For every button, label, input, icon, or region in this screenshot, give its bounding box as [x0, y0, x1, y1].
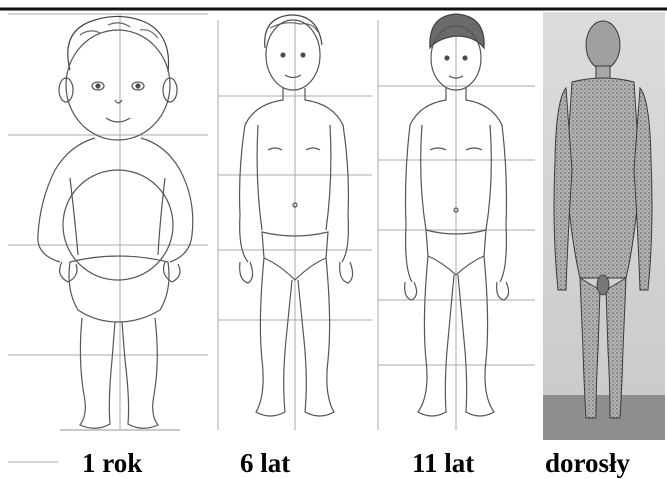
caption-adult: dorosły — [545, 447, 630, 479]
caption-11-years: 11 lat — [412, 447, 474, 479]
child-1-year-figure — [8, 14, 208, 430]
caption-1-year: 1 rok — [82, 447, 142, 479]
adult-photo — [543, 12, 665, 440]
child-11-years-figure — [378, 14, 535, 430]
child-6-years-figure — [218, 15, 372, 430]
caption-6-years: 6 lat — [240, 447, 290, 479]
